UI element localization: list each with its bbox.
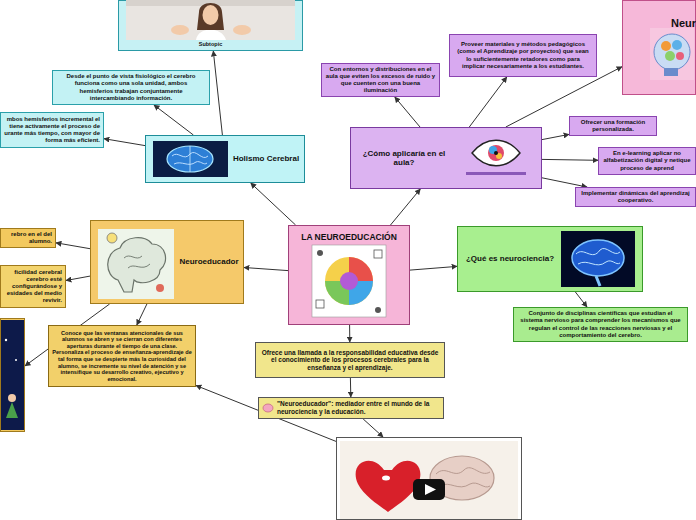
topic-box: ficilidad cerebral cerebro esté configur…	[0, 265, 66, 308]
connector	[104, 139, 145, 146]
connector	[395, 97, 420, 127]
node-text: Ofrece una llamada a la responsabilidad …	[261, 349, 439, 372]
connector	[66, 276, 90, 280]
connector	[391, 189, 421, 225]
connector	[363, 419, 383, 437]
node-text: En e-learning aplicar no alfabetización …	[601, 150, 693, 171]
node-text: rebro en el del alumno.	[4, 231, 52, 245]
image-box	[0, 318, 25, 432]
node-text: ¿Qué es neurociencia?	[464, 254, 556, 263]
node-text: Proveer materiales y métodos pedagógicos…	[454, 41, 592, 69]
node-text: Desde el punto de vista fisiológico el c…	[57, 73, 205, 101]
connector	[137, 304, 147, 325]
topic-box: "Neuroeducador": mediador entre el mundo…	[258, 397, 444, 419]
node-text: mbos hemisferios incremental el tiene ac…	[4, 116, 100, 144]
node-text: Ofrecer una formación personalizada.	[573, 119, 653, 133]
topic-box: rebro en el del alumno.	[0, 228, 56, 248]
node-text: LA NEUROEDUCACIÓN	[291, 232, 407, 242]
node-text: Neur	[671, 17, 695, 30]
main-topic-box: ¿Qué es neurociencia?	[457, 226, 643, 292]
connector	[542, 178, 587, 187]
connector	[410, 266, 457, 270]
connector	[154, 105, 193, 135]
topic-box: Neur	[622, 0, 696, 95]
node-text: Conoce que las ventanas atencionales de …	[52, 330, 192, 383]
connector	[244, 268, 288, 271]
topic-box: Implementar dinámicas del aprendizaj coo…	[575, 187, 696, 207]
main-topic-box: Holismo Cerebral	[145, 135, 305, 183]
connector	[349, 325, 350, 342]
topic-box: Conoce que las ventanas atencionales de …	[48, 325, 196, 387]
node-text: Holismo Cerebral	[232, 154, 300, 163]
topic-box: mbos hemisferios incremental el tiene ac…	[0, 112, 104, 148]
connector	[542, 134, 569, 139]
connector	[251, 183, 296, 225]
node-text: Con entornos y distribuciones en el aula…	[325, 66, 436, 94]
topic-box: Ofrece una llamada a la responsabilidad …	[255, 342, 445, 378]
node-text: Implementar dinámicas del aprendizaj coo…	[578, 190, 693, 204]
topic-box: Proveer materiales y métodos pedagógicos…	[449, 34, 597, 77]
topic-box: Ofrecer una formación personalizada.	[569, 116, 657, 136]
node-text: Conjunto de disciplinas científicas que …	[518, 310, 683, 338]
connector	[575, 292, 587, 307]
connector	[350, 378, 351, 397]
central-topic: LA NEUROEDUCACIÓN	[288, 225, 410, 325]
node-text: "Neuroeducador": mediador entre el mundo…	[277, 400, 440, 415]
node-text: ficilidad cerebral cerebro esté configur…	[4, 269, 62, 304]
connector	[56, 243, 90, 249]
video-box	[336, 437, 522, 520]
topic-box: Subtopic	[118, 0, 303, 51]
node-text: Subtopic	[121, 41, 300, 47]
connector	[213, 51, 222, 135]
main-topic-box: ¿Cómo aplicaría en el aula?	[350, 127, 542, 189]
main-topic-box: Neuroeducador	[90, 220, 244, 304]
node-text: ¿Cómo aplicaría en el aula?	[359, 149, 449, 168]
topic-box: Con entornos y distribuciones en el aula…	[321, 63, 440, 97]
connector	[469, 77, 507, 127]
connector	[542, 159, 598, 161]
topic-box: Desde el punto de vista fisiológico el c…	[52, 70, 210, 105]
node-text: Neuroeducador	[179, 257, 239, 266]
topic-box: Conjunto de disciplinas científicas que …	[513, 307, 688, 342]
topic-box: En e-learning aplicar no alfabetización …	[598, 147, 696, 175]
